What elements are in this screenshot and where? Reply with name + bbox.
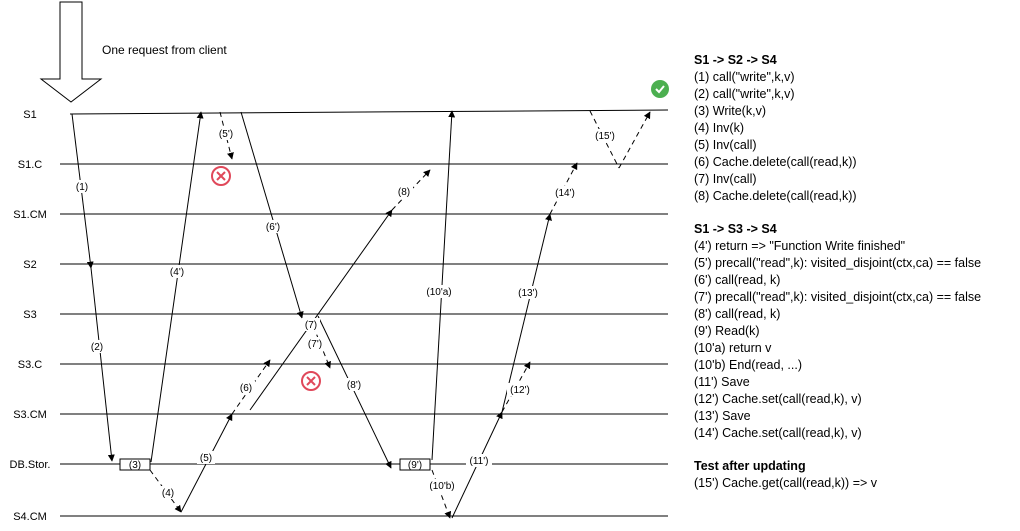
db-write-box [119,458,151,471]
msg-2-arrow [90,267,115,462]
msg-label-10a: (10'a) [426,287,451,298]
msg-label-6p: (6') [266,222,280,233]
msg-label-9p: (9') [408,460,422,471]
legend-line: (15') Cache.get(call(read,k)) => v [694,476,878,490]
legend-line: (7) Inv(call) [694,172,757,186]
msg-label-2: (2) [91,342,103,353]
lane-label-s3cm: S3.CM [13,409,47,421]
lane-label-dbstor: DB.Stor. [10,459,51,471]
legend-line: (11') Save [694,375,750,389]
legend-line: (13') Save [694,409,751,423]
x-circle-icon [301,371,321,391]
legend-line: (7') precall("read",k): visited_disjoint… [694,290,982,304]
legend-line: (9') Read(k) [694,324,760,338]
msg-label-15p: (15') [595,131,615,142]
lifelines [60,109,669,517]
legend-line: (14') Cache.set(call(read,k), v) [694,426,862,440]
db-read-box [399,458,431,471]
lifeline-s1 [69,109,669,115]
legend-line: (4') return => "Function Write finished" [694,239,906,253]
legend-line: (2) call("write",k,v) [694,87,795,101]
msg-label-4: (4) [162,488,174,499]
lane-label-s3c: S3.C [18,359,43,371]
msg-6-arrow [231,359,271,415]
msg-label-8p: (8') [347,380,361,391]
legend-line: (8) Cache.delete(call(read,k)) [694,189,857,203]
check-circle-icon [651,80,669,98]
x-circle-icon [211,166,231,186]
msg-label-12p: (12') [510,385,530,396]
msg-label-10b: (10'b) [429,481,454,492]
msg-8p-arrow [317,315,392,469]
legend-line: (4) Inv(k) [694,121,744,135]
lane-label-s1cm: S1.CM [13,209,47,221]
section-title-s1-s3-s4: S1 -> S3 -> S4 [694,222,777,236]
lane-labels: S1 S1.C S1.CM S2 S3 S3.C S3.CM DB.Stor. … [10,109,51,523]
msg-label-5p: (5') [219,129,233,140]
legend-line: (8') call(read, k) [694,307,781,321]
legend-line: (1) call("write",k,v) [694,70,795,84]
msg-label-5: (5) [200,453,212,464]
section-title-test-after-updating: Test after updating [694,459,806,473]
lane-label-s3: S3 [23,309,36,321]
msg-label-8: (8) [398,187,410,198]
legend-line: (12') Cache.set(call(read,k), v) [694,392,862,406]
legend-line: (6) Cache.delete(call(read,k)) [694,155,857,169]
client-request-label: One request from client [102,43,227,57]
msg-label-6: (6) [240,383,252,394]
legend-panel: S1 -> S2 -> S4 (1) call("write",k,v) (2)… [694,52,1020,492]
lane-label-s4cm: S4.CM [13,511,47,523]
msg-5p-arrow [219,111,234,160]
msg-label-13p: (13') [518,288,538,299]
legend-line: (6') call(read, k) [694,273,781,287]
msg-7-arrow [249,209,393,411]
message-labels: (1) (2) (3) (4) (4') (5) (5') (6) (6') (… [73,127,618,499]
legend-line: (5') precall("read",k): visited_disjoint… [694,256,982,270]
lane-label-s2: S2 [23,259,36,271]
msg-label-1: (1) [76,182,88,193]
msg-10b-arrow [431,469,452,519]
msg-label-7: (7) [305,320,317,331]
lane-label-s1c: S1.C [18,159,43,171]
legend-line: (10'b) End(read, ...) [694,358,802,372]
section-title-s1-s2-s4: S1 -> S2 -> S4 [694,53,777,67]
msg-label-4p: (4') [170,267,184,278]
msg-15p-up-arrow [618,111,651,169]
legend-line: (5) Inv(call) [694,138,757,152]
legend-line: (3) Write(k,v) [694,104,766,118]
sequence-diagram: One request from client S1 S1.C S1.CM S2… [10,1,669,523]
msg-label-3: (3) [129,460,141,471]
msg-label-7p: (7') [308,339,322,350]
client-request-arrow [39,1,103,103]
msg-6p-arrow [240,111,304,319]
msg-13p-arrow [501,213,552,413]
msg-4p-arrow [150,111,204,463]
legend-line: (10'a) return v [694,341,772,355]
msg-label-11p: (11') [470,456,489,467]
msg-label-14p: (14') [555,188,575,199]
lane-label-s1: S1 [23,109,36,121]
